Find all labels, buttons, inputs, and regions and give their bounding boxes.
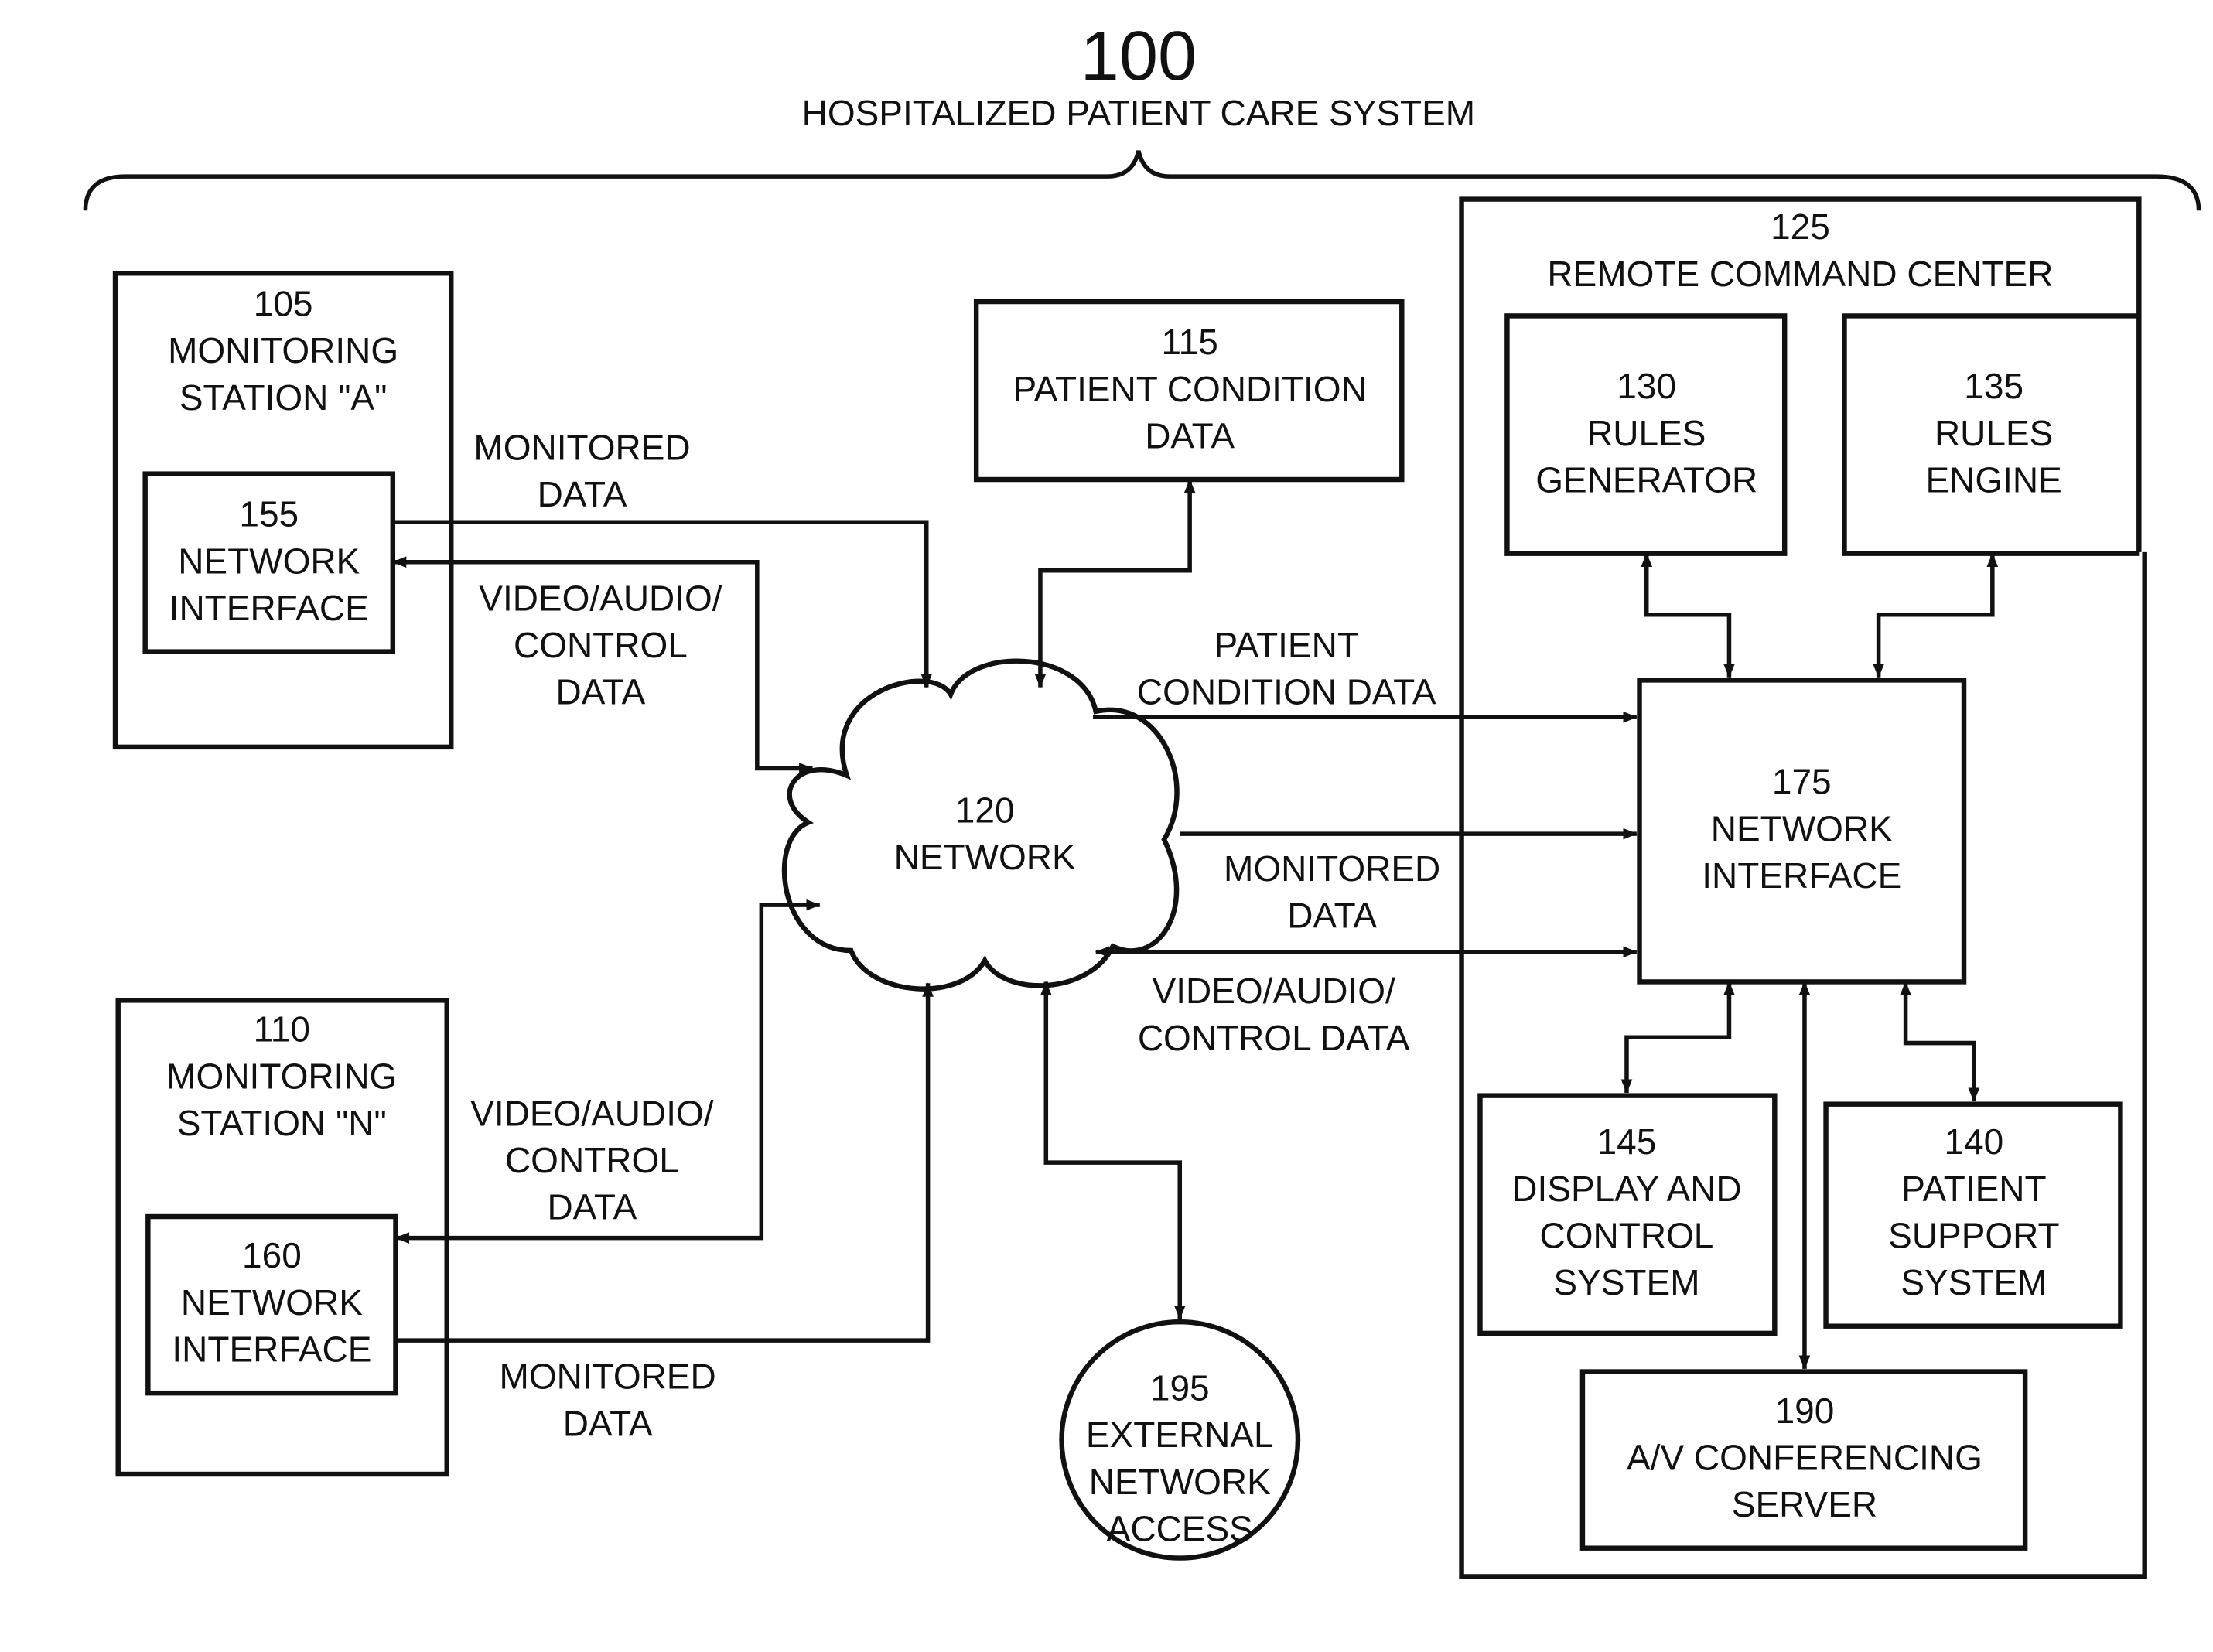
external-network-access: 195 EXTERNAL NETWORK ACCESS xyxy=(1062,1322,1298,1558)
arrow-ni-display-control xyxy=(1627,981,1729,1093)
pcd-number: 115 xyxy=(1161,322,1217,362)
av-server-line1: A/V CONFERENCING xyxy=(1627,1438,1982,1478)
rules-engine-line2: ENGINE xyxy=(1926,460,2062,500)
display-control-line2: CONTROL xyxy=(1540,1215,1714,1255)
flow-labels: MONITORED DATA VIDEO/AUDIO/ CONTROL DATA… xyxy=(470,427,1440,1443)
station-a-ni-line1: NETWORK xyxy=(178,541,360,581)
av-server-number: 190 xyxy=(1775,1391,1835,1431)
station-n-ni-line1: NETWORK xyxy=(181,1282,363,1323)
patient-support-line3: SYSTEM xyxy=(1901,1262,2047,1302)
external-access-number: 195 xyxy=(1150,1367,1210,1408)
display-control-line3: SYSTEM xyxy=(1553,1262,1699,1302)
station-a-number: 105 xyxy=(254,283,313,323)
av-server-line2: SERVER xyxy=(1732,1484,1877,1524)
rcc-ni-number: 175 xyxy=(1772,762,1832,802)
rcc-number: 125 xyxy=(1771,206,1830,247)
label-a-video-line3: DATA xyxy=(556,672,646,712)
label-n-video-line2: CONTROL xyxy=(505,1140,679,1180)
rules-generator-number: 130 xyxy=(1617,366,1676,406)
label-rcc-video-line2: CONTROL DATA xyxy=(1138,1018,1410,1058)
network-cloud: 120 NETWORK xyxy=(784,661,1177,989)
label-n-monitored-line2: DATA xyxy=(563,1403,653,1443)
label-a-video-line1: VIDEO/AUDIO/ xyxy=(479,578,722,618)
rcc-ni-line1: NETWORK xyxy=(1711,808,1893,848)
network-number: 120 xyxy=(955,790,1015,830)
patient-support-line1: PATIENT xyxy=(1901,1169,2046,1209)
station-a-ni-line2: INTERFACE xyxy=(169,588,369,628)
rules-engine-line1: RULES xyxy=(1935,413,2053,453)
patient-support-line2: SUPPORT xyxy=(1888,1215,2059,1255)
label-rcc-monitored-line2: DATA xyxy=(1287,896,1377,936)
label-a-monitored-line2: DATA xyxy=(538,474,627,514)
station-n-label-line1: MONITORING xyxy=(166,1056,397,1096)
display-control-number: 145 xyxy=(1597,1121,1657,1162)
patient-support-number: 140 xyxy=(1945,1121,2004,1162)
station-n-ni-line2: INTERFACE xyxy=(172,1329,371,1370)
external-access-line2: NETWORK xyxy=(1089,1462,1271,1502)
station-a-ni-number: 155 xyxy=(239,494,299,534)
label-rcc-pcd-line1: PATIENT xyxy=(1214,625,1359,665)
label-n-video-line3: DATA xyxy=(547,1187,637,1227)
station-n-label-line2: STATION "N" xyxy=(177,1103,387,1143)
station-a-label-line1: MONITORING xyxy=(168,330,398,370)
pcd-line1: PATIENT CONDITION xyxy=(1013,369,1366,409)
arrow-rules-engine-ni xyxy=(1879,554,1993,678)
external-access-line3: ACCESS xyxy=(1107,1508,1253,1548)
label-rcc-monitored-line1: MONITORED xyxy=(1224,848,1440,889)
label-n-monitored-line1: MONITORED xyxy=(500,1357,716,1397)
rules-generator-line1: RULES xyxy=(1587,413,1706,453)
pcd-line2: DATA xyxy=(1145,416,1235,456)
patient-condition-data: 115 PATIENT CONDITION DATA xyxy=(976,302,1402,480)
rules-engine-number: 135 xyxy=(1964,366,2023,406)
station-n-number: 110 xyxy=(254,1009,310,1050)
external-access-line1: EXTERNAL xyxy=(1086,1415,1274,1455)
label-n-video-line1: VIDEO/AUDIO/ xyxy=(470,1093,714,1133)
monitoring-station-a: 105 MONITORING STATION "A" 155 NETWORK I… xyxy=(115,273,451,747)
arrow-pcd-network xyxy=(1040,480,1190,688)
network-label: NETWORK xyxy=(894,837,1076,877)
label-rcc-video-line1: VIDEO/AUDIO/ xyxy=(1153,971,1396,1011)
station-a-label-line2: STATION "A" xyxy=(179,377,388,418)
display-control-line1: DISPLAY AND xyxy=(1511,1169,1741,1209)
station-n-ni-number: 160 xyxy=(242,1235,302,1275)
label-a-video-line2: CONTROL xyxy=(514,625,688,665)
rcc-ni-line2: INTERFACE xyxy=(1702,855,1901,896)
arrow-ni-patient-support xyxy=(1906,981,1974,1101)
system-number: 100 xyxy=(1081,17,1197,95)
label-a-monitored-line1: MONITORED xyxy=(473,427,690,467)
rules-generator-line2: GENERATOR xyxy=(1535,460,1757,500)
rcc-label: REMOTE COMMAND CENTER xyxy=(1547,254,2053,294)
system-title: HOSPITALIZED PATIENT CARE SYSTEM xyxy=(802,93,1475,133)
arrow-rules-generator-ni xyxy=(1647,554,1730,678)
label-rcc-pcd-line2: CONDITION DATA xyxy=(1137,672,1436,712)
remote-command-center: 125 REMOTE COMMAND CENTER 130 RULES GENE… xyxy=(1462,200,2145,1577)
system-header: 100 HOSPITALIZED PATIENT CARE SYSTEM xyxy=(85,17,2198,210)
